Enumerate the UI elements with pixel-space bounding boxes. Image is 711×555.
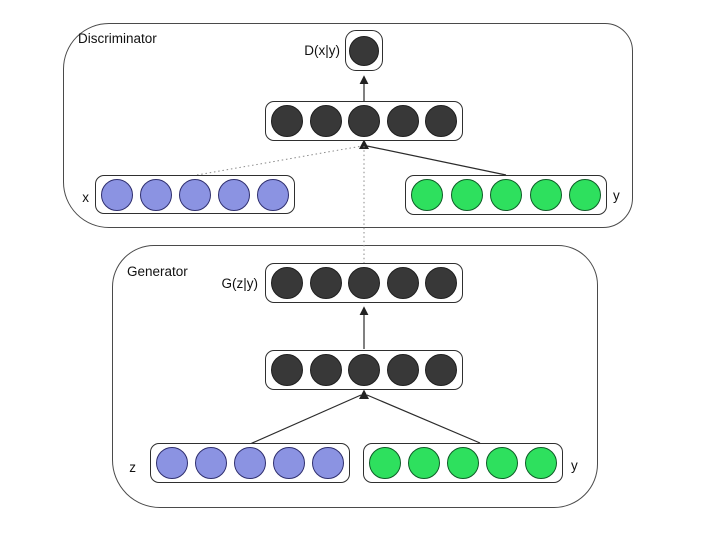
discriminator-box bbox=[63, 23, 633, 228]
generator-box bbox=[112, 245, 598, 508]
neuron-node bbox=[490, 179, 522, 211]
neuron-node bbox=[425, 354, 457, 386]
neuron-node bbox=[569, 179, 601, 211]
neuron-node bbox=[408, 447, 440, 479]
neuron-node bbox=[425, 267, 457, 299]
generator-hidden-layer bbox=[265, 350, 463, 390]
generator-title: Generator bbox=[127, 264, 188, 279]
neuron-node bbox=[309, 105, 342, 137]
discriminator-output-label: D(x|y) bbox=[304, 43, 340, 58]
neuron-node bbox=[425, 105, 457, 137]
discriminator-input-x-layer bbox=[95, 175, 295, 214]
input-z-label: z bbox=[129, 460, 136, 475]
neuron-node bbox=[101, 178, 133, 211]
neuron-node bbox=[271, 354, 303, 386]
neuron-node bbox=[386, 354, 419, 386]
neuron-node bbox=[348, 105, 380, 137]
discriminator-title: Discriminator bbox=[78, 31, 157, 46]
neuron-node bbox=[348, 267, 380, 299]
neuron-node bbox=[195, 447, 227, 479]
neuron-node bbox=[450, 179, 483, 211]
neuron-node bbox=[218, 178, 250, 211]
generator-input-y-layer bbox=[363, 443, 563, 483]
neuron-node bbox=[140, 178, 172, 211]
neuron-node bbox=[156, 447, 188, 479]
discriminator-output-node bbox=[345, 30, 383, 71]
generator-input-z-layer bbox=[150, 443, 350, 483]
neuron-node bbox=[348, 354, 380, 386]
neuron-node bbox=[271, 105, 303, 137]
discriminator-hidden-layer bbox=[265, 101, 463, 141]
neuron-node bbox=[411, 179, 443, 211]
neuron-node bbox=[525, 447, 557, 479]
neuron-node bbox=[179, 178, 211, 211]
neuron-node bbox=[486, 447, 518, 479]
discriminator-input-y-layer bbox=[405, 175, 607, 215]
generator-output-layer bbox=[265, 263, 463, 303]
neuron-node bbox=[234, 447, 266, 479]
neuron-node bbox=[257, 178, 289, 211]
neuron-node bbox=[369, 447, 401, 479]
neuron-node bbox=[349, 35, 379, 66]
neuron-node bbox=[273, 447, 305, 479]
generator-input-y-label: y bbox=[571, 458, 578, 473]
generator-output-label: G(z|y) bbox=[221, 276, 259, 291]
neuron-node bbox=[309, 267, 342, 299]
neuron-node bbox=[309, 354, 342, 386]
neuron-node bbox=[271, 267, 303, 299]
input-x-label: x bbox=[82, 190, 89, 205]
discriminator-input-y-label: y bbox=[613, 188, 620, 203]
neuron-node bbox=[312, 447, 344, 479]
neuron-node bbox=[447, 447, 479, 479]
neuron-node bbox=[529, 179, 562, 211]
neuron-node bbox=[386, 105, 419, 137]
neuron-node bbox=[386, 267, 419, 299]
